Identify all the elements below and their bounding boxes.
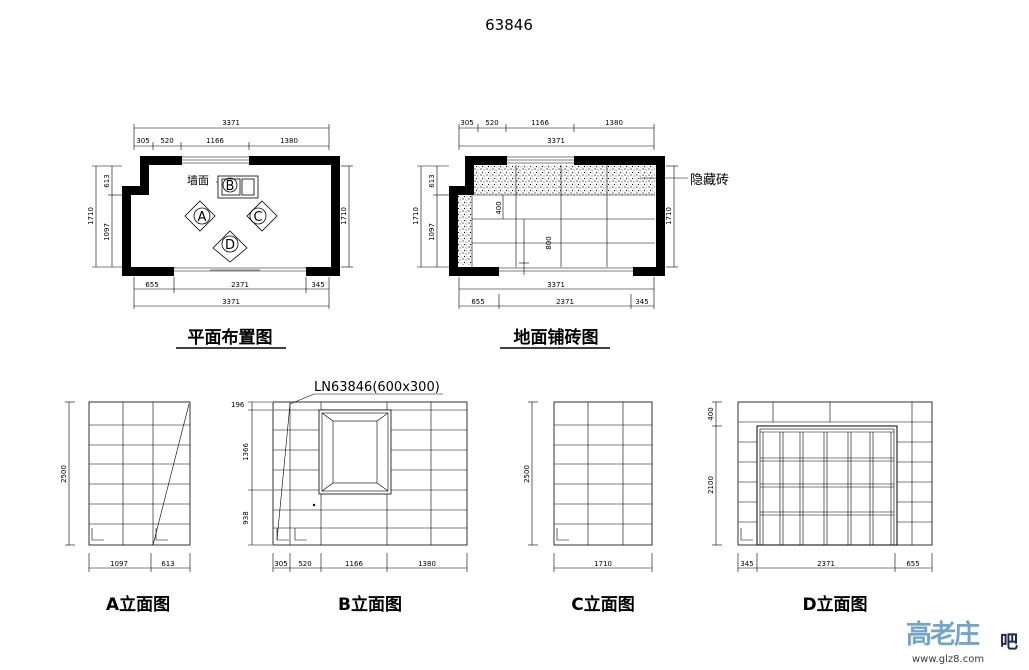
plan-top-dim-4: 1380 xyxy=(280,137,298,145)
tile-top-dim-1: 305 xyxy=(460,119,473,127)
elev-a-bottom-1: 1097 xyxy=(110,560,128,568)
plan-top-dim-2: 520 xyxy=(160,137,173,145)
tile-bottom-dim-3: 345 xyxy=(635,298,648,306)
tile-left-dim-1: 613 xyxy=(428,174,436,187)
tile-caption: 地面铺砖图 xyxy=(514,327,599,348)
elev-a-bottom-2: 613 xyxy=(161,560,174,568)
watermark-url: www.glz8.com xyxy=(912,654,984,665)
elev-c-caption: C立面图 xyxy=(571,594,634,615)
plan-right-dim: 1710 xyxy=(340,207,348,225)
tile-left-outer: 1710 xyxy=(412,207,420,225)
elev-d-bottom-2: 2371 xyxy=(817,560,835,568)
plan-bottom-dim-2: 2371 xyxy=(231,281,249,289)
elevation-c: 2500 1710 C立面图 xyxy=(523,401,653,615)
page-title: 63846 xyxy=(485,16,533,34)
plan-top-dim-3: 1166 xyxy=(206,137,224,145)
plan-top-dim-1: 305 xyxy=(136,137,149,145)
elev-b-bottom-2: 520 xyxy=(298,560,311,568)
tile-plan: 305 520 1166 1380 3371 xyxy=(412,119,729,349)
elevation-a: 2500 1097 613 A立面图 xyxy=(60,401,191,615)
elev-d-bottom-3: 655 xyxy=(906,560,919,568)
tile-top-dim-2: 520 xyxy=(485,119,498,127)
plan-caption: 平面布置图 xyxy=(188,327,273,348)
tile-top-dim-4: 1380 xyxy=(605,119,623,127)
plan-wall-label: 墙面 xyxy=(187,173,209,187)
tile-right-dim: 1710 xyxy=(665,207,673,225)
watermark-logo: 高老庄 吧 www.glz8.com xyxy=(906,619,1018,665)
plan-top-total: 3371 xyxy=(222,119,240,127)
plan-marker-a: A xyxy=(198,210,207,225)
plan-left-dim-1: 613 xyxy=(103,174,111,187)
elev-d-left-1: 400 xyxy=(707,407,715,420)
tile-inner-dim-800: 800 xyxy=(545,236,553,249)
plan-marker-b: B xyxy=(226,179,235,194)
elev-b-bottom-1: 305 xyxy=(274,560,287,568)
tile-top-dim-3: 1166 xyxy=(531,119,549,127)
tile-inner-dim-400: 400 xyxy=(495,201,503,214)
plan-marker-d: D xyxy=(225,238,235,253)
tile-hidden-label: 隐藏砖 xyxy=(690,173,729,188)
plan-marker-c: C xyxy=(253,210,262,225)
tile-bottom-total: 3371 xyxy=(547,281,565,289)
plan-bottom-dim-1: 655 xyxy=(145,281,158,289)
elev-b-tile-label: LN63846(600x300) xyxy=(314,380,440,395)
plan-bottom-dim-3: 345 xyxy=(311,281,324,289)
elev-b-bottom-3: 1166 xyxy=(345,560,363,568)
plan-bottom-total: 3371 xyxy=(222,298,240,306)
elevation-d: 400 2100 345 2371 655 D立面图 xyxy=(707,401,933,615)
tile-bottom-dim-1: 655 xyxy=(471,298,484,306)
elev-b-caption: B立面图 xyxy=(338,594,402,615)
elev-d-left-2: 2100 xyxy=(707,476,715,494)
tile-top-total: 3371 xyxy=(547,137,565,145)
elev-b-left-3: 938 xyxy=(242,511,250,524)
elevation-b: LN63846(600x300) 196 1366 938 305 520 11… xyxy=(231,380,468,615)
watermark-suffix: 吧 xyxy=(1000,632,1018,653)
plan-left-dim-2: 1097 xyxy=(103,223,111,241)
elev-d-bottom-1: 345 xyxy=(740,560,753,568)
elev-c-height: 2500 xyxy=(523,465,531,483)
tile-bottom-dim-2: 2371 xyxy=(556,298,574,306)
elev-d-caption: D立面图 xyxy=(802,594,867,615)
watermark-logo-text: 高老庄 xyxy=(906,619,980,650)
elev-b-left-2: 1366 xyxy=(242,443,250,461)
elev-b-bottom-4: 1380 xyxy=(418,560,436,568)
elev-b-left-1: 196 xyxy=(231,401,245,409)
tile-left-dim-2: 1097 xyxy=(428,223,436,241)
plan-left-outer: 1710 xyxy=(87,207,95,225)
elev-a-height: 2500 xyxy=(60,465,68,483)
elev-c-bottom-1: 1710 xyxy=(594,560,612,568)
plan-layout: 3371 305 520 1166 1380 墙面 A xyxy=(87,119,353,349)
elev-a-caption: A立面图 xyxy=(106,594,170,615)
